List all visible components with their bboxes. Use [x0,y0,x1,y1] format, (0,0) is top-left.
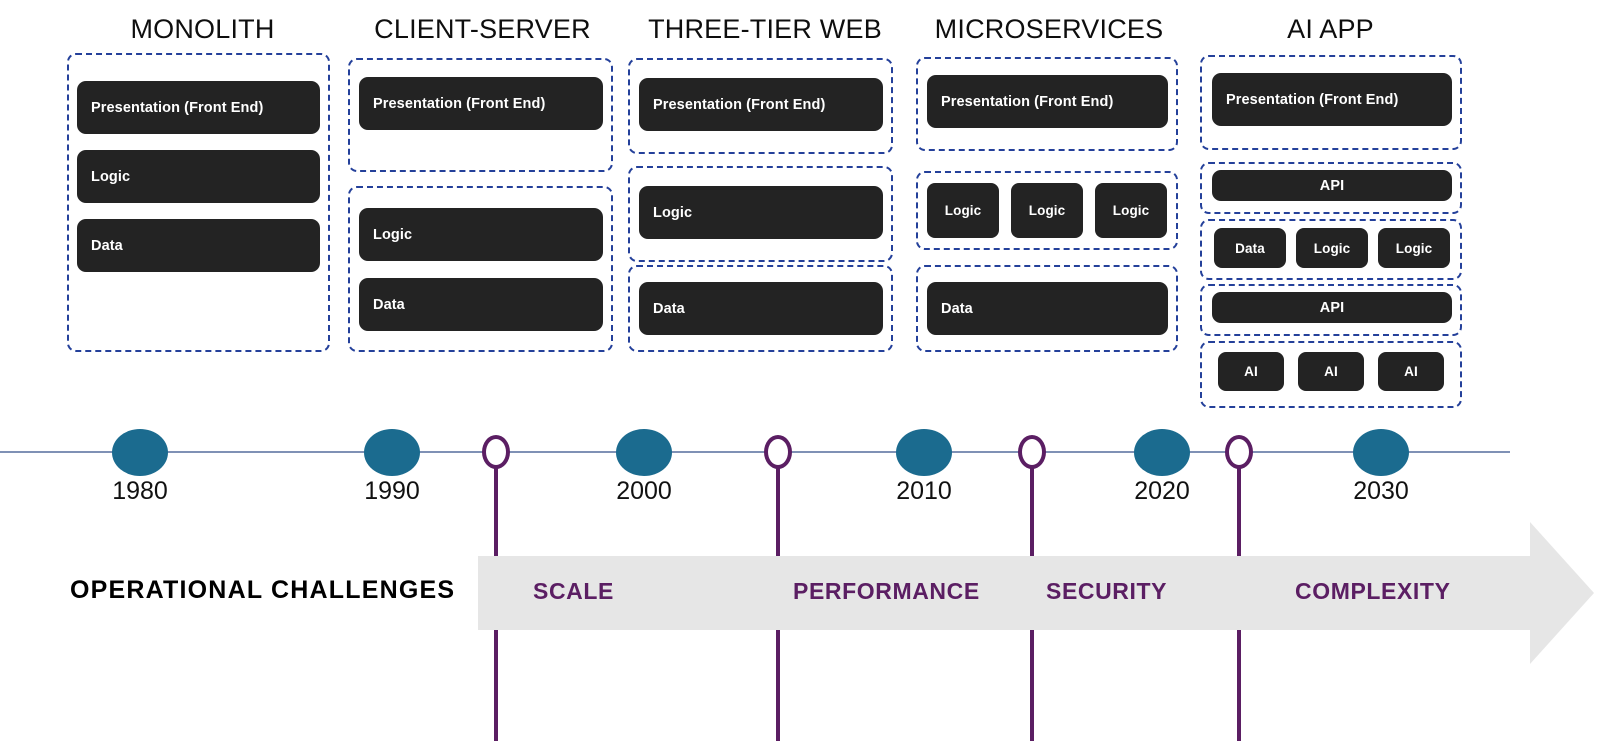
timeline-dot-2020 [1134,428,1190,476]
timeline-label-2010: 2010 [896,477,952,505]
tier-group-ai-app-3 [1200,284,1462,336]
tier-block-presentation-front-end: Presentation (Front End) [359,77,603,130]
tier-block-data: Data [359,278,603,331]
tier-block-api: API [1212,292,1452,323]
tier-group-monolith-0 [67,53,330,352]
challenge-arrow-band [478,556,1536,630]
tier-group-ai-app-1 [1200,162,1462,214]
operational-challenges-label: OPERATIONAL CHALLENGES [70,576,456,604]
tier-group-microservices-1 [916,171,1178,250]
tier-group-client-server-1 [348,186,613,352]
challenge-marker-ring-3 [1225,435,1253,469]
tier-block-logic: Logic [1011,183,1083,238]
tier-block-presentation-front-end: Presentation (Front End) [639,78,883,131]
timeline-dot-1980 [112,428,168,476]
tier-group-three-tier-web-1 [628,166,893,262]
challenge-label-complexity: COMPLEXITY [1295,578,1451,604]
tier-block-logic: Logic [1378,228,1450,268]
challenge-label-scale: SCALE [533,578,614,604]
tier-group-three-tier-web-0 [628,58,893,154]
tier-block-logic: Logic [639,186,883,239]
challenge-marker-ring-0 [482,435,510,469]
timeline-label-2020: 2020 [1134,477,1190,505]
tier-block-api: API [1212,170,1452,201]
tier-block-ai: AI [1298,352,1364,391]
tier-block-ai: AI [1218,352,1284,391]
arrow-head-icon [1530,522,1594,664]
tier-group-microservices-2 [916,265,1178,352]
column-title-client-server: CLIENT-SERVER [374,14,591,44]
tier-block-presentation-front-end: Presentation (Front End) [927,75,1168,128]
timeline-axis [0,451,1510,453]
tier-block-logic: Logic [927,183,999,238]
tier-block-logic: Logic [77,150,320,203]
timeline-dot-1990 [364,428,420,476]
timeline-label-2000: 2000 [616,477,672,505]
column-title-ai-app: AI APP [1287,14,1374,44]
tier-block-data: Data [927,282,1168,335]
tier-block-data: Data [1214,228,1286,268]
timeline-label-1990: 1990 [364,477,420,505]
tier-group-ai-app-4 [1200,341,1462,408]
tier-group-ai-app-2 [1200,219,1462,280]
timeline-dot-2030 [1353,428,1409,476]
column-title-monolith: MONOLITH [130,14,275,44]
timeline-label-2030: 2030 [1353,477,1409,505]
column-title-microservices: MICROSERVICES [934,14,1164,44]
column-title-three-tier-web: THREE-TIER WEB [648,14,882,44]
timeline-dot-2010 [896,428,952,476]
timeline-label-1980: 1980 [112,477,168,505]
tier-block-presentation-front-end: Presentation (Front End) [1212,73,1452,126]
tier-block-data: Data [77,219,320,272]
challenge-label-performance: PERFORMANCE [793,578,980,604]
tier-group-ai-app-0 [1200,55,1462,150]
challenge-marker-ring-1 [764,435,792,469]
tier-block-logic: Logic [1095,183,1167,238]
tier-group-three-tier-web-2 [628,265,893,352]
challenge-marker-ring-2 [1018,435,1046,469]
tier-group-client-server-0 [348,58,613,172]
tier-block-logic: Logic [1296,228,1368,268]
tier-block-ai: AI [1378,352,1444,391]
tier-block-data: Data [639,282,883,335]
tier-block-presentation-front-end: Presentation (Front End) [77,81,320,134]
tier-block-logic: Logic [359,208,603,261]
challenge-label-security: SECURITY [1046,578,1168,604]
tier-group-microservices-0 [916,57,1178,151]
timeline-dot-2000 [616,428,672,476]
